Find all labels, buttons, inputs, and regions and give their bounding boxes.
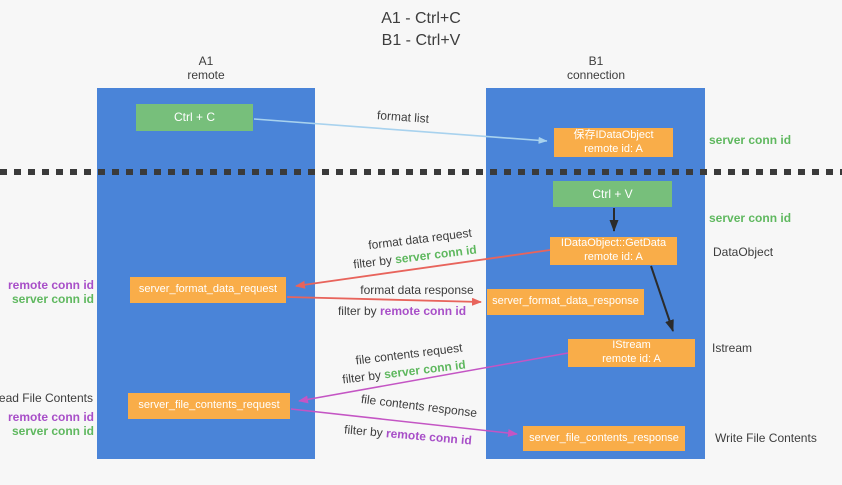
label-server-conn-id-mid-right: server conn id bbox=[709, 211, 792, 225]
lane-right-id: B1 bbox=[588, 54, 604, 68]
node-format-request: server_format_data_request bbox=[130, 277, 286, 303]
node-getdata-line2: remote id: A bbox=[584, 251, 643, 263]
node-ctrl-c-label: Ctrl + C bbox=[173, 110, 215, 124]
node-save-dataobject: 保存IDataObject remote id: A bbox=[554, 128, 673, 157]
remote-conn-id-text: remote conn id bbox=[385, 426, 473, 448]
node-istream: IStream remote id: A bbox=[568, 339, 695, 367]
filter-by-text: filter by bbox=[352, 252, 393, 272]
node-getdata: IDataObject::GetData remote id: A bbox=[550, 237, 677, 265]
node-save-dataobject-line2: remote id: A bbox=[584, 142, 643, 155]
node-file-request-label: server_file_contents_request bbox=[138, 399, 280, 412]
node-getdata-line1: IDataObject::GetData bbox=[560, 237, 667, 250]
label-server-conn-id-top-left: server conn id bbox=[11, 292, 94, 306]
arrow-format-data-response bbox=[286, 296, 482, 306]
label-dataobject: DataObject bbox=[713, 245, 774, 259]
title-line-1: A1 - Ctrl+C bbox=[381, 10, 461, 27]
lane-right-role: connection bbox=[566, 68, 626, 83]
label-remote-conn-id-bottom-left: remote conn id bbox=[7, 410, 94, 424]
edge-label-format-data-response: format data response bbox=[360, 283, 474, 297]
filter-by-text: filter by bbox=[341, 367, 382, 387]
label-read-file-contents: Read File Contents bbox=[0, 391, 93, 405]
filter-by-text: filter by bbox=[337, 304, 377, 318]
lane-header-right: B1 connection bbox=[567, 54, 625, 83]
edge-label-file-contents-response: file contents response bbox=[360, 391, 478, 421]
remote-conn-id-text: remote conn id bbox=[380, 304, 467, 318]
node-istream-line2: remote id: A bbox=[602, 353, 661, 365]
edge-label-filter-remote-2: filter by remote conn id bbox=[344, 422, 473, 447]
node-ctrl-c: Ctrl + C bbox=[136, 104, 253, 131]
node-ctrl-v: Ctrl + V bbox=[553, 181, 672, 207]
node-format-response-label: server_format_data_response bbox=[492, 295, 639, 308]
label-istream: Istream bbox=[712, 341, 753, 355]
lane-left-role: remote bbox=[187, 68, 225, 83]
label-remote-conn-id-top-left: remote conn id bbox=[7, 278, 94, 292]
lane-header-left: A1 remote bbox=[187, 54, 224, 83]
node-ctrl-v-label: Ctrl + V bbox=[592, 186, 633, 201]
node-istream-line1: IStream bbox=[612, 339, 651, 352]
node-file-response-label: server_file_contents_response bbox=[529, 431, 679, 444]
node-save-dataobject-line1: 保存IDataObject bbox=[573, 128, 654, 141]
title-line-2: B1 - Ctrl+V bbox=[381, 31, 461, 49]
edge-label-filter-remote-1: filter by remote conn id bbox=[338, 304, 466, 318]
node-format-request-label: server_format_data_request bbox=[138, 283, 278, 296]
node-format-response: server_format_data_response bbox=[487, 289, 644, 315]
node-file-response: server_file_contents_response bbox=[523, 426, 685, 451]
node-file-request: server_file_contents_request bbox=[128, 393, 290, 419]
label-server-conn-id-bottom-left: server conn id bbox=[11, 424, 94, 438]
label-server-conn-id-top-right: server conn id bbox=[709, 133, 792, 147]
edge-label-format-list: format list bbox=[376, 108, 430, 126]
label-write-file-contents: Write File Contents bbox=[715, 431, 817, 445]
diagram-title: A1 - Ctrl+C B1 - Ctrl+V bbox=[0, 8, 842, 51]
filter-by-text: filter by bbox=[343, 422, 384, 440]
lane-left-id: A1 bbox=[198, 54, 214, 68]
